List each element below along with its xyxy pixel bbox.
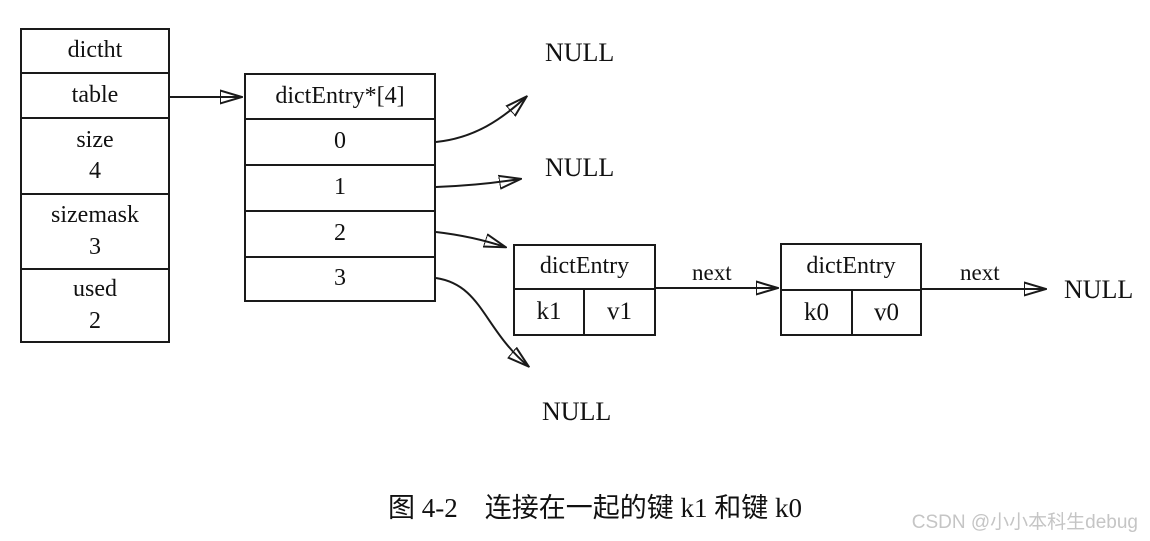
dictht-field-sizemask: sizemask 3 xyxy=(22,193,168,268)
null-label-slot3: NULL xyxy=(542,397,612,426)
dictentry-k0-cells: k0 v0 xyxy=(782,289,920,334)
dictht-field-size: size 4 xyxy=(22,117,168,193)
k0-key: k0 xyxy=(804,298,829,326)
bucket-slot-1: 1 xyxy=(246,164,434,210)
arrow-slot0-to-null xyxy=(435,97,526,143)
dictentry-k0-title: dictEntry xyxy=(806,253,896,280)
next-pointer-label-2: next xyxy=(960,260,1000,285)
dictentry-k1-title-row: dictEntry xyxy=(515,246,654,288)
csdn-watermark: CSDN @小小本科生debug xyxy=(911,512,1138,533)
bucket-slot-0: 0 xyxy=(246,118,434,164)
bucket-slot-3: 3 xyxy=(246,256,434,300)
bucket-array-title: dictEntry*[4] xyxy=(275,82,405,109)
field-used-value: 2 xyxy=(89,307,101,334)
dictentry-k0-key-cell: k0 xyxy=(782,291,851,334)
k1-value: v1 xyxy=(607,298,632,325)
field-table-label: table xyxy=(71,81,119,108)
dictht-field-used: used 2 xyxy=(22,268,168,341)
dictentry-k0-value-cell: v0 xyxy=(851,291,920,334)
dictentry-k1-cells: k1 v1 xyxy=(515,288,654,334)
arrow-slot1-to-null xyxy=(435,179,520,187)
dictht-title: dictht xyxy=(67,37,123,64)
bucket-array-box: dictEntry*[4] 0 1 2 3 xyxy=(244,73,436,302)
arrow-slot2-to-entry-k1 xyxy=(435,231,505,247)
dictht-title-row: dictht xyxy=(22,30,168,72)
dictentry-node-k0: dictEntry k0 v0 xyxy=(780,243,922,336)
dictentry-k0-title-row: dictEntry xyxy=(782,245,920,289)
dictentry-k1-key-cell: k1 xyxy=(515,290,583,334)
dictentry-k1-title: dictEntry xyxy=(539,253,630,280)
dictentry-node-k1: dictEntry k1 v1 xyxy=(513,244,656,336)
figure-caption: 图 4-2 连接在一起的键 k1 和键 k0 xyxy=(388,493,802,523)
null-label-slot0: NULL xyxy=(545,38,615,67)
next-pointer-label-1: next xyxy=(692,260,732,285)
bucket-array-title-row: dictEntry*[4] xyxy=(246,75,434,118)
dictht-field-table: table xyxy=(22,72,168,117)
dictht-struct-box: dictht table size 4 sizemask 3 used 2 xyxy=(20,28,170,343)
field-sizemask-label: sizemask xyxy=(51,202,139,229)
field-sizemask-value: 3 xyxy=(89,233,101,260)
null-label-chain-end: NULL xyxy=(1064,275,1134,304)
field-size-value: 4 xyxy=(89,158,101,184)
slot-2-index: 2 xyxy=(334,220,346,247)
k0-value: v0 xyxy=(874,298,899,326)
k1-key: k1 xyxy=(536,298,562,325)
field-size-label: size xyxy=(76,126,114,153)
bucket-slot-2: 2 xyxy=(246,210,434,256)
field-used-label: used xyxy=(73,276,117,303)
slot-1-index: 1 xyxy=(334,174,346,201)
dictentry-k1-value-cell: v1 xyxy=(583,290,654,334)
slot-3-index: 3 xyxy=(334,265,346,292)
null-label-slot1: NULL xyxy=(545,153,615,182)
slot-0-index: 0 xyxy=(334,128,346,155)
